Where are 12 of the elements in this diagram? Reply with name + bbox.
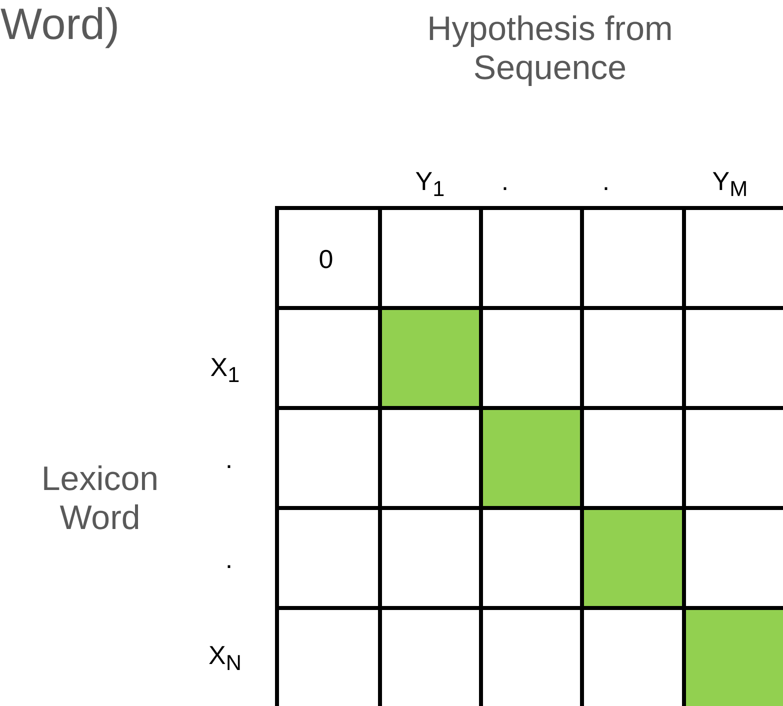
row-header: X$_{N}$: [208, 640, 242, 676]
axis-title: Hypothesis from Sequence: [426, 10, 674, 88]
column-header: .: [601, 166, 611, 197]
row-header: .: [224, 544, 234, 575]
cell-value: 0: [318, 244, 334, 275]
column-header: .: [500, 166, 510, 197]
row-header: X$_{1}$: [209, 352, 241, 388]
column-header: Y$_{M}$: [711, 166, 749, 202]
row-header: .: [224, 444, 234, 475]
column-header: Y$_{1}$: [414, 166, 446, 202]
axis-title: Lexicon Word: [40, 460, 160, 538]
heading-text: Word): [0, 0, 120, 51]
